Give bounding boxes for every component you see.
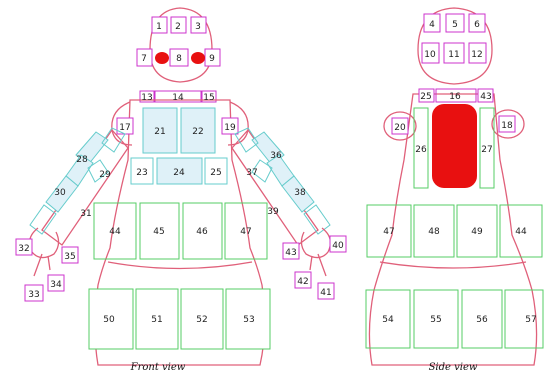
side-waist-line	[380, 262, 526, 268]
label-5: 5	[452, 20, 458, 30]
label-3: 3	[195, 22, 201, 32]
left-eye-sensor	[155, 52, 169, 64]
label-54: 54	[382, 315, 394, 325]
label-24: 24	[173, 168, 185, 178]
label-19: 19	[224, 123, 236, 133]
label-side-47: 47	[383, 227, 394, 237]
label-14: 14	[172, 93, 184, 103]
label-30: 30	[54, 188, 66, 198]
label-48: 48	[428, 227, 440, 237]
label-23: 23	[136, 168, 147, 178]
label-47: 47	[240, 227, 251, 237]
label-49: 49	[471, 227, 483, 237]
label-20: 20	[394, 123, 406, 133]
label-12: 12	[471, 50, 482, 60]
label-side-25: 25	[420, 92, 431, 102]
label-35: 35	[64, 252, 75, 262]
label-56: 56	[476, 315, 488, 325]
label-42: 42	[297, 277, 308, 287]
sensor-box-57	[505, 290, 543, 348]
label-22: 22	[192, 127, 203, 137]
label-28: 28	[76, 155, 88, 165]
label-31: 31	[80, 209, 91, 219]
label-39: 39	[267, 207, 279, 217]
label-25: 25	[210, 168, 221, 178]
label-1: 1	[156, 22, 162, 32]
label-55: 55	[430, 315, 441, 325]
label-side-43: 43	[480, 92, 491, 102]
label-21: 21	[154, 127, 165, 137]
label-44: 44	[109, 227, 121, 237]
label-37: 37	[246, 168, 257, 178]
label-9: 9	[209, 54, 215, 64]
label-side-44: 44	[515, 227, 527, 237]
label-57: 57	[525, 315, 536, 325]
label-13: 13	[141, 93, 152, 103]
label-7: 7	[141, 54, 147, 64]
front-view-caption: Front view	[130, 362, 186, 373]
label-10: 10	[424, 50, 436, 60]
label-8: 8	[176, 54, 182, 64]
label-50: 50	[103, 315, 115, 325]
side-view-caption: Side view	[429, 362, 478, 373]
label-45: 45	[153, 227, 164, 237]
front-head	[137, 8, 220, 82]
label-32: 32	[18, 244, 29, 254]
front-waist-line	[108, 262, 252, 269]
label-4: 4	[429, 20, 435, 30]
label-15: 15	[203, 93, 214, 103]
label-53: 53	[243, 315, 254, 325]
front-right-hand	[283, 228, 346, 299]
label-40: 40	[332, 241, 344, 251]
label-43: 43	[285, 248, 296, 258]
side-battery-sensor	[432, 104, 477, 188]
label-34: 34	[50, 280, 62, 290]
side-view: 4 5 6 10 11 12 25 16 43 20 18 26 27 47 4…	[366, 8, 543, 373]
label-46: 46	[196, 227, 208, 237]
label-29: 29	[99, 170, 111, 180]
label-52: 52	[196, 315, 207, 325]
label-17: 17	[119, 123, 130, 133]
label-33: 33	[28, 290, 39, 300]
label-38: 38	[294, 188, 306, 198]
label-6: 6	[474, 20, 480, 30]
label-27: 27	[481, 145, 492, 155]
label-11: 11	[448, 50, 459, 60]
label-16: 16	[449, 92, 461, 102]
label-51: 51	[151, 315, 162, 325]
label-18: 18	[501, 121, 513, 131]
label-26: 26	[415, 145, 427, 155]
right-eye-sensor	[191, 52, 205, 64]
label-41: 41	[320, 288, 331, 298]
label-2: 2	[175, 22, 181, 32]
front-left-hand	[16, 228, 78, 301]
front-view: 1 2 3 7 8 9 13 14 15 17 19 21 22 23 24 2…	[16, 8, 346, 373]
label-36: 36	[270, 151, 282, 161]
